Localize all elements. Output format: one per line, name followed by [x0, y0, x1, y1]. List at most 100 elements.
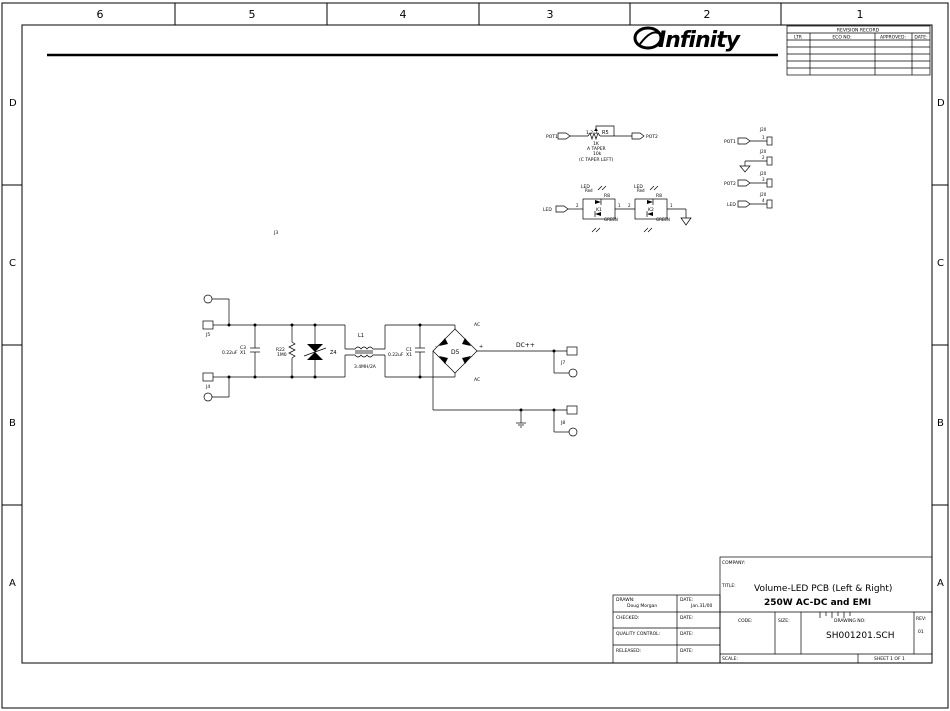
code-label: CODE: [738, 618, 753, 624]
cap-ref: C3 [240, 345, 246, 351]
title-block: COMPANY: TITLE: Volume-LED PCB (Left & R… [612, 556, 933, 664]
row-label: B [9, 418, 16, 429]
date-label: DATE: [680, 597, 693, 603]
date-label: DATE: [680, 615, 693, 621]
pin-number: 4 [762, 198, 765, 203]
net-label: POT2 [646, 134, 658, 140]
jack-ref: J7 [560, 360, 565, 366]
jack-ref: J4 [205, 384, 210, 390]
pin-number: 1 [670, 203, 673, 208]
row-label: A [9, 578, 16, 589]
company-label: COMPANY: [722, 560, 745, 566]
row-label: B [937, 418, 944, 429]
title-line-2: 250W AC-DC and EMI [764, 598, 871, 608]
net-label: LED [727, 202, 736, 208]
pin-number: 1 [618, 203, 621, 208]
revision-header: ECO NO: [832, 35, 851, 41]
column-label: 5 [249, 8, 256, 21]
revision-record: REVISION RECORD LTR ECO NO: APPROVED: DA… [786, 25, 931, 76]
column-label: 6 [97, 8, 104, 21]
drawing-number: SH001201.SCH [826, 631, 894, 641]
bridge-pin: AC [474, 377, 480, 383]
drawn-value: Doug Morgan [627, 603, 657, 609]
ground-icon [680, 217, 692, 226]
pin-number: 2 [576, 203, 579, 208]
column-label: 2 [704, 8, 711, 21]
size-label: SIZE: [778, 618, 790, 624]
cap-value: 0.22uF [388, 352, 404, 358]
row-label: C [9, 258, 16, 269]
connector-j20: POT1 J20 1 J20 2 J20 POT2 3 LED J20 4 [724, 127, 773, 209]
led-label: LED [581, 184, 590, 190]
potentiometer-r5: POT1 POT2 1 2 3 R5 1K A TAPER 10k (C TAP… [546, 125, 658, 163]
revision-header: DATE: [914, 35, 927, 41]
pot-value: 1K [593, 141, 600, 147]
pin-number: 2 [762, 155, 765, 160]
infinity-logo: Infinity [633, 26, 743, 53]
scale-label: SCALE: [722, 656, 738, 662]
sheet-label: SHEET 1 OF 1 [874, 656, 905, 662]
drawn-label: DRAWN: [616, 597, 635, 603]
cap-rating: X1 [406, 352, 412, 358]
date-label: DATE: [680, 631, 693, 637]
net-label: POT2 [724, 181, 736, 187]
title-line-1: Volume-LED PCB (Left & Right) [754, 584, 892, 594]
pot-note: (C TAPER LEFT) [579, 157, 614, 163]
column-label: 4 [400, 8, 407, 21]
cap-value: 0.22uF [222, 350, 238, 356]
bridge-pin: + [479, 344, 483, 350]
qc-label: QUALITY CONTROL: [616, 631, 660, 637]
bridge-pin: AC [474, 322, 480, 328]
rev-value: 01 [918, 629, 924, 635]
connector-ref: J20 [759, 192, 767, 197]
revision-title: REVISION RECORD [837, 28, 880, 34]
cap-rating: X1 [240, 350, 246, 356]
connector-ref: J20 [759, 149, 767, 154]
pin-number: 1 [762, 135, 765, 140]
cap-ref: C1 [406, 347, 412, 353]
led-color: Red [637, 188, 645, 193]
led-ref: K2 [648, 207, 654, 213]
rev-label: REV: [916, 616, 926, 622]
tvs-ref: Z4 [330, 350, 337, 356]
pot-taper: A TAPER [587, 146, 606, 152]
led-color: Red [585, 188, 593, 193]
row-label: C [937, 258, 944, 269]
led-ref: R8 [604, 193, 610, 199]
pot-ref: R5 [602, 130, 609, 136]
released-label: RELEASED: [616, 648, 641, 654]
resistor-ref: R22 [276, 347, 285, 353]
inductor-value: 3.4MH/2A [354, 364, 377, 370]
row-label: A [937, 578, 944, 589]
inductor-ref: L1 [358, 333, 364, 339]
row-label: D [937, 98, 945, 109]
emi-circuit: J5 J4 C3 X1 0.22uF R22 1M0 [202, 294, 578, 437]
resistor-value: 1M0 [277, 352, 287, 358]
bridge-pin: - [435, 344, 437, 350]
connector-ref: J20 [759, 127, 767, 132]
column-labels: 6 5 4 3 2 1 [97, 8, 864, 21]
pot-wattage: 10k [593, 151, 602, 157]
led-color: GREEN [604, 217, 618, 222]
pot-pins: 1 2 3 [586, 130, 598, 136]
led-ref: R8 [656, 193, 662, 199]
column-label: 1 [857, 8, 864, 21]
row-label: D [9, 98, 17, 109]
led-label: LED [634, 184, 643, 190]
net-label: LED [543, 207, 552, 213]
stray-label: J3 [273, 230, 278, 236]
column-label: 3 [547, 8, 554, 21]
net-label: DC++ [516, 342, 535, 349]
jack-ref: J8 [560, 420, 565, 426]
revision-header: LTR [794, 35, 802, 41]
title-label: TITLE: [721, 583, 736, 589]
drawing-no-label: DRAWING NO: [834, 618, 866, 624]
ground-icon [739, 165, 751, 173]
led-color: GREEN [656, 217, 670, 222]
date-value: Jan.31/00 [690, 603, 712, 609]
logo-text: Infinity [658, 28, 742, 53]
jack-ref: J5 [205, 332, 210, 338]
pin-number: 2 [628, 203, 631, 208]
